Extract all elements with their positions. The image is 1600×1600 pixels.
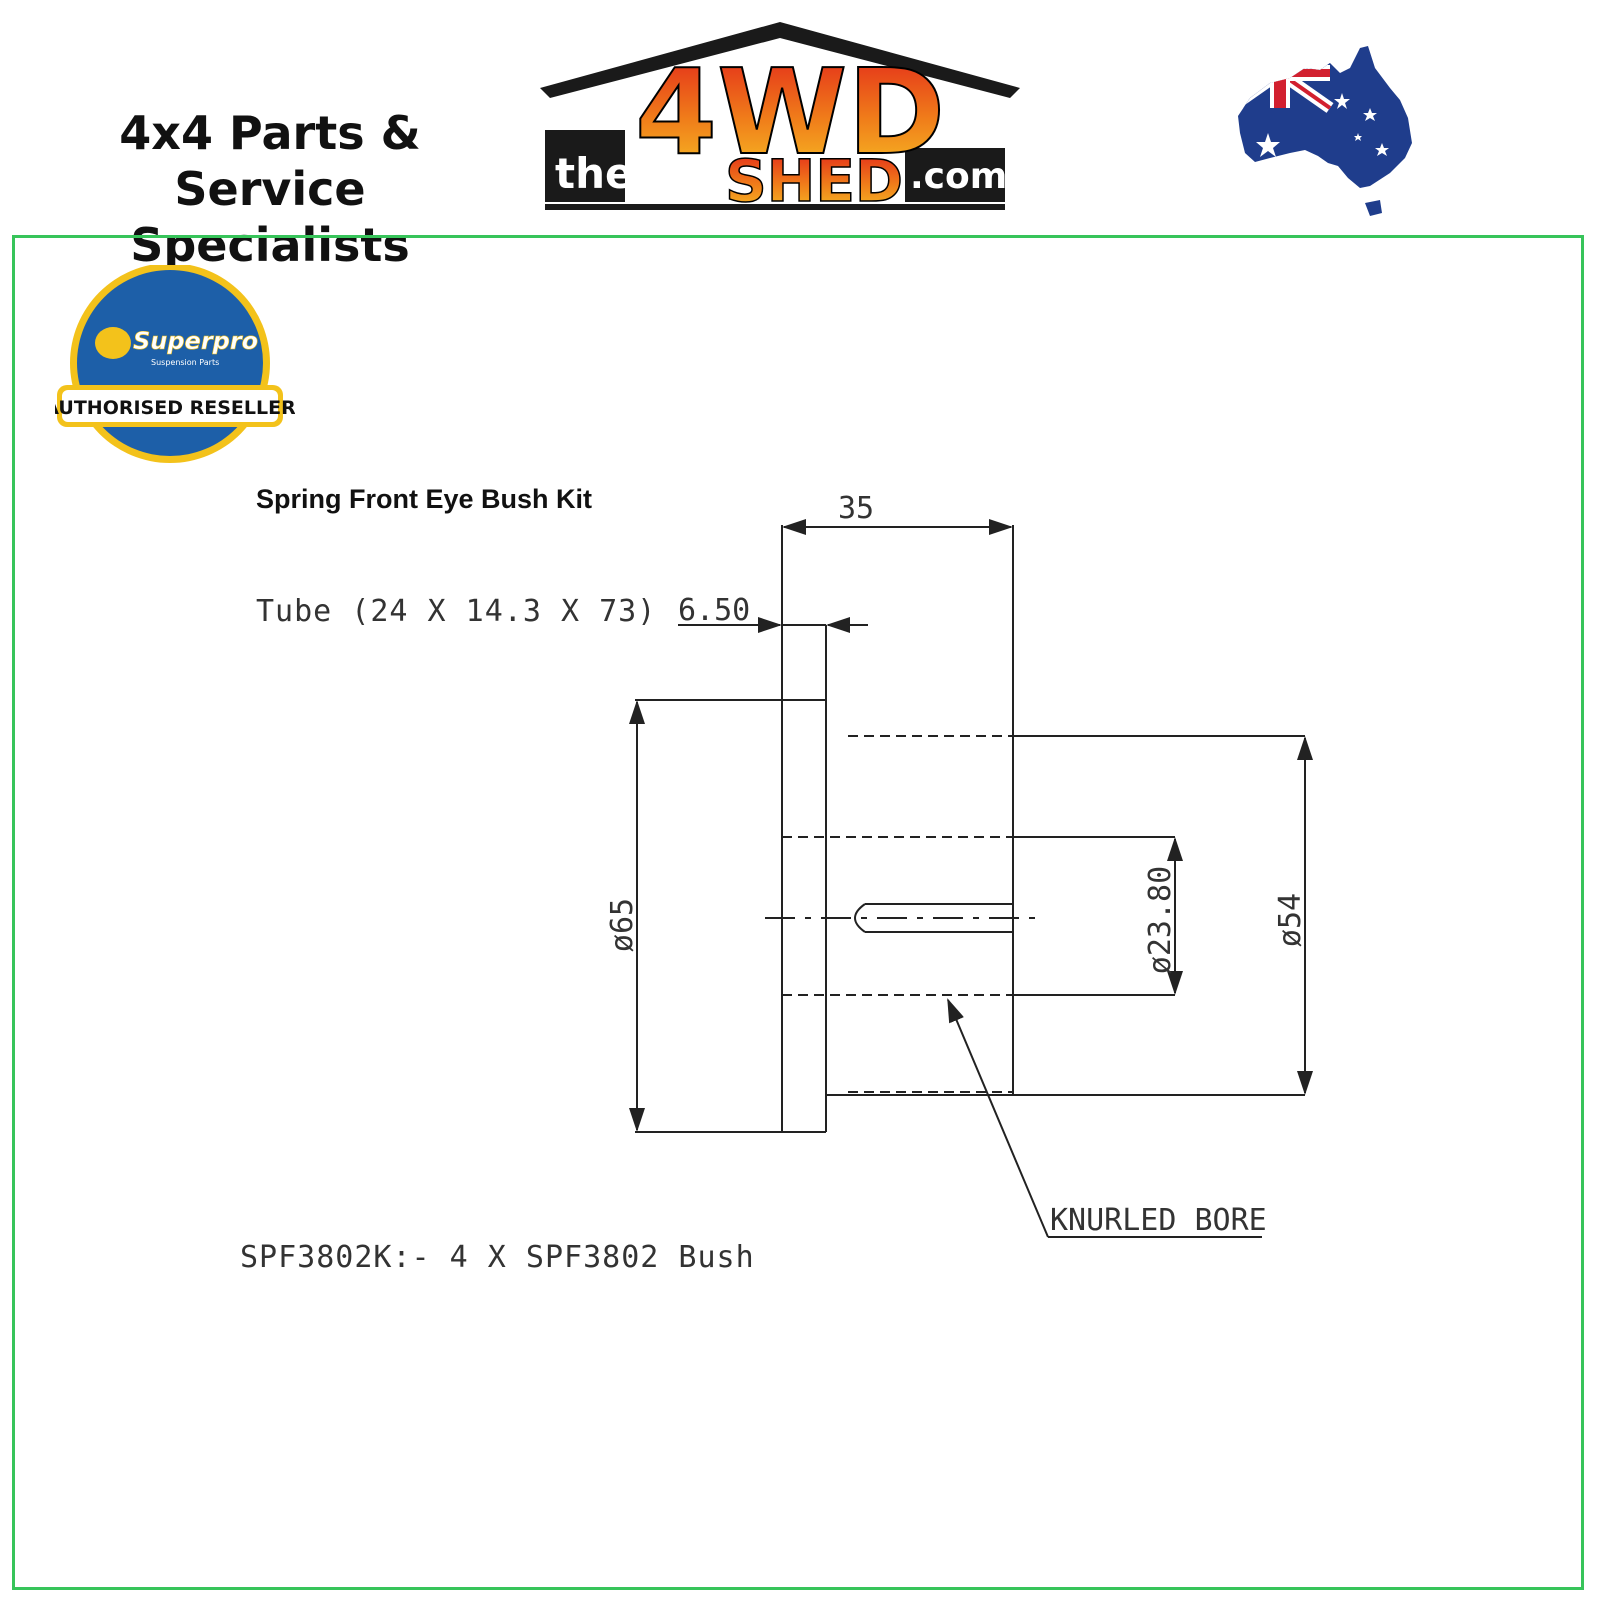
flange-collar-outline: [781, 525, 827, 1132]
dim-label-6-50: 6.50: [678, 593, 750, 628]
tagline-line-1: 4x4 Parts & Service: [119, 106, 421, 216]
logo-the-text: the: [555, 149, 633, 198]
badge-brand-sub-text: Suspension Parts: [151, 358, 219, 367]
logo-4wd-text: 4WD: [635, 43, 945, 181]
centre-pin: [854, 903, 1013, 933]
roof-shape: [540, 22, 1020, 98]
dim-label-o65: ø65: [605, 898, 640, 952]
shed-logo-graphic: 4WD SHED the .com: [540, 22, 1020, 216]
flange-outline: [635, 699, 827, 1133]
logo-base-bar: [545, 204, 1005, 210]
logo-left-block: [545, 130, 625, 202]
bush-body-outline: [826, 525, 1305, 1096]
dim-label-35: 35: [838, 491, 874, 526]
dim-label-o54: ø54: [1273, 893, 1308, 947]
the4wdshed-logo: 4WD SHED the .com: [540, 18, 1030, 223]
logo-shed-text: SHED: [725, 147, 903, 215]
badge-brand-text: Superpro: [133, 327, 258, 355]
superpro-logo-icon: [95, 327, 131, 359]
logo-com-text: .com: [910, 156, 1007, 197]
kit-note: SPF3802K:- 4 X SPF3802 Bush: [240, 1240, 755, 1275]
badge-banner-text: AUTHORISED RESELLER: [55, 397, 295, 419]
australia-flag-map-icon: [1230, 38, 1430, 218]
dim-label-o23-80: ø23.80: [1143, 866, 1178, 974]
knurled-bore-leader: [947, 998, 1262, 1238]
knurled-bore-label: KNURLED BORE: [1050, 1203, 1267, 1238]
tagline: 4x4 Parts & Service Specialists: [30, 105, 510, 273]
drawing-title: Spring Front Eye Bush Kit: [256, 484, 593, 514]
superpro-badge-graphic: Superpro Suspension Parts AUTHORISED RES…: [44, 263, 296, 463]
knurled-bore-lines: [782, 735, 1013, 1093]
tube-note: Tube (24 X 14.3 X 73): [256, 594, 657, 629]
superpro-reseller-badge: Superpro Suspension Parts AUTHORISED RES…: [44, 263, 296, 470]
tagline-line-2: Specialists: [130, 218, 410, 272]
australia-map-graphic: [1238, 46, 1412, 216]
badge-banner: [62, 390, 278, 422]
content-frame: [12, 235, 1584, 1590]
logo-right-block: [905, 148, 1005, 202]
